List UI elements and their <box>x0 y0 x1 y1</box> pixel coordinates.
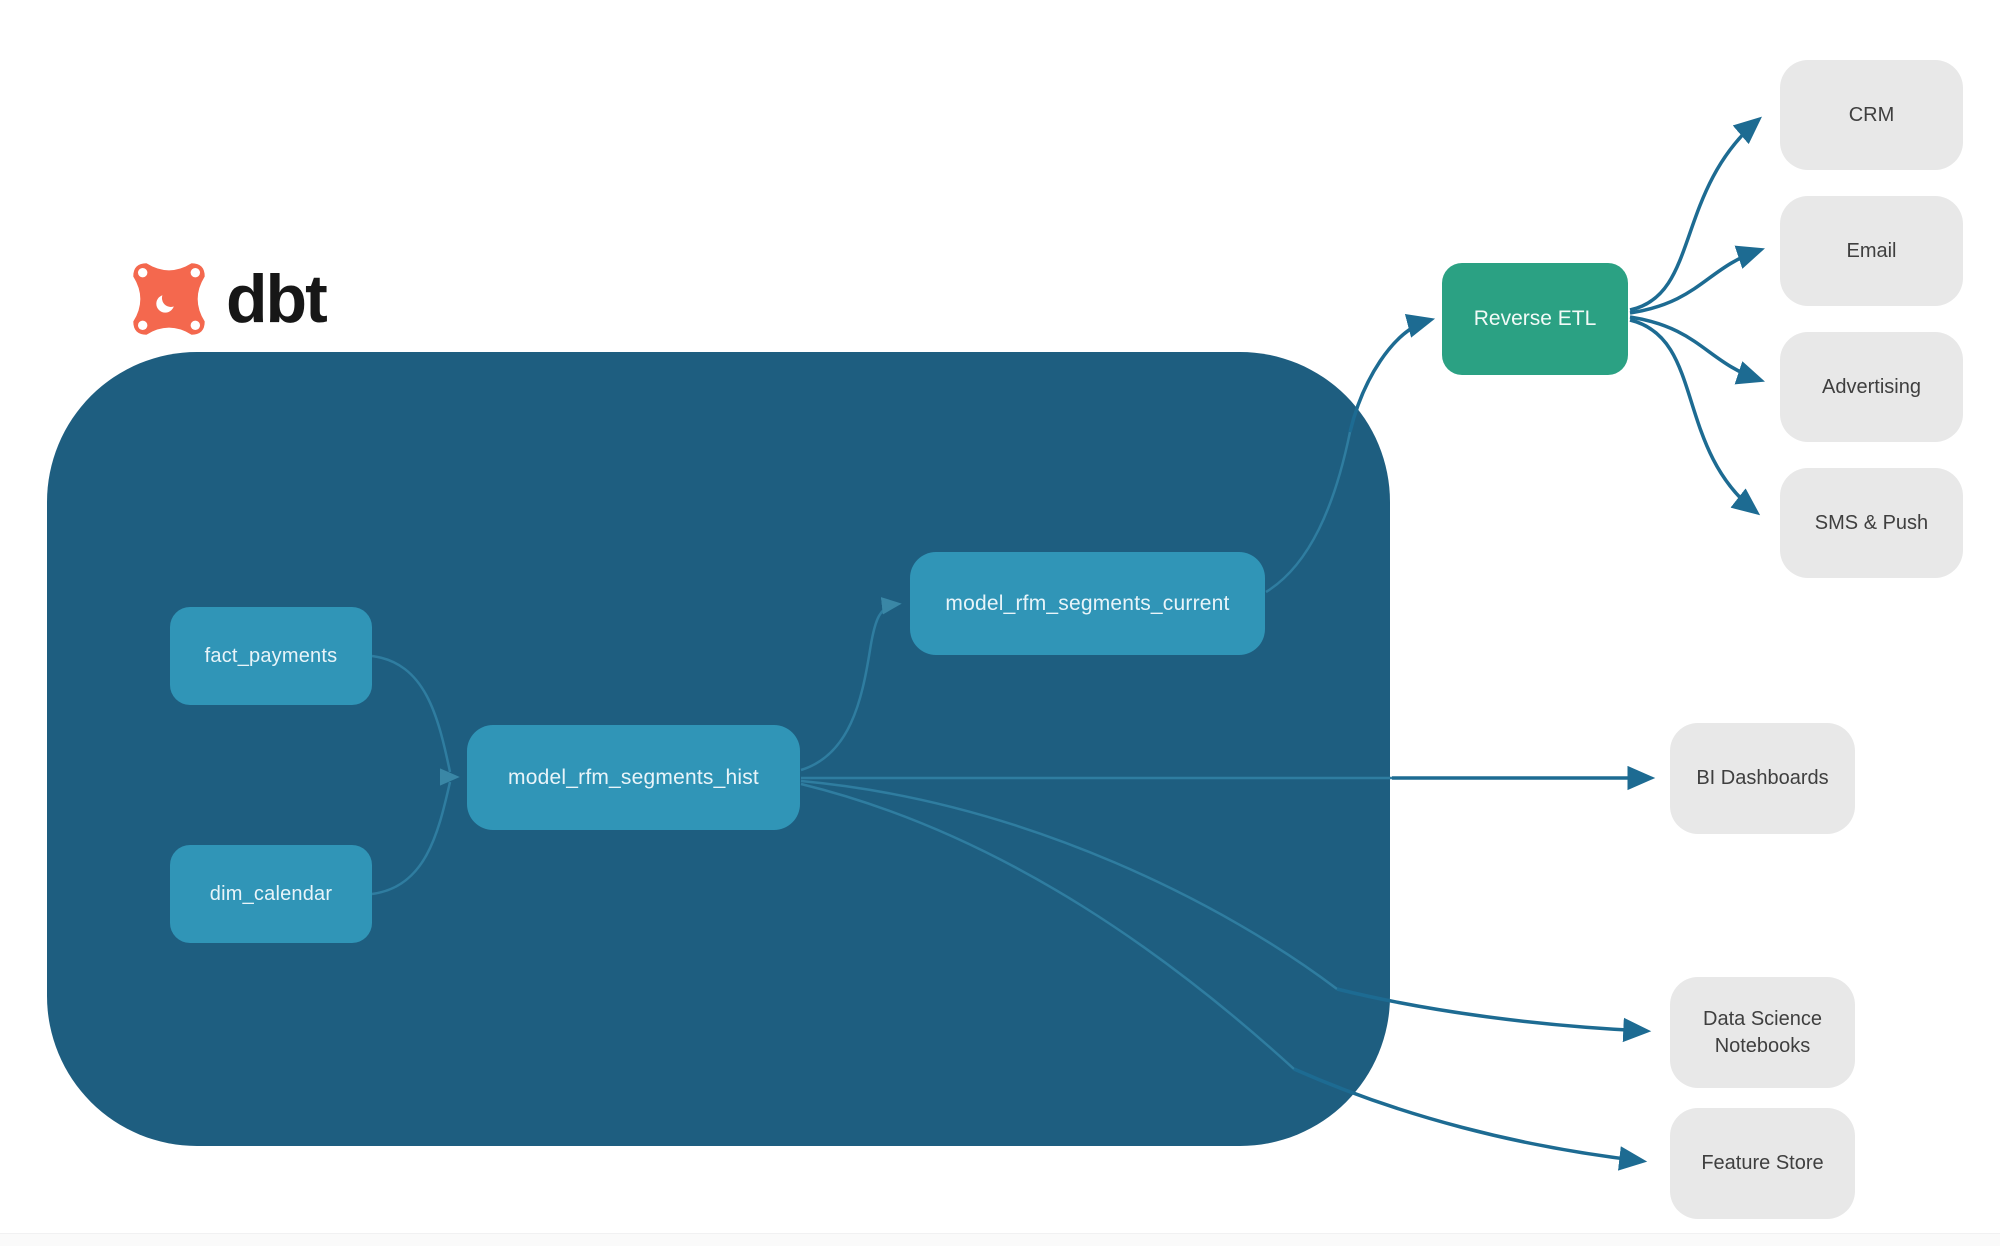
edge-retl-to-email <box>1629 245 1765 315</box>
node-advertising: Advertising <box>1780 332 1963 442</box>
node-fact-payments: fact_payments <box>170 607 372 705</box>
node-dim-calendar-label: dim_calendar <box>209 882 333 905</box>
node-model-rfm-segments-current: model_rfm_segments_current <box>910 552 1265 655</box>
node-email: Email <box>1780 196 1963 306</box>
node-model-rfm-segments-hist-label: model_rfm_segments_hist <box>508 765 759 789</box>
node-reverse-etl: Reverse ETL <box>1442 263 1628 375</box>
node-sms-push: SMS & Push <box>1780 468 1963 578</box>
dbt-logo-wordmark: dbt <box>226 261 328 337</box>
node-fact-payments-label: fact_payments <box>204 644 338 667</box>
node-sms-push-label: SMS & Push <box>1814 511 1929 534</box>
node-bi-dashboards-label: BI Dashboards <box>1696 767 1829 789</box>
node-dim-calendar: dim_calendar <box>170 845 372 943</box>
node-feature-store: Feature Store <box>1670 1108 1855 1219</box>
node-email-label: Email <box>1846 239 1897 262</box>
node-reverse-etl-label: Reverse ETL <box>1473 307 1597 330</box>
node-crm-label: CRM <box>1848 103 1895 126</box>
edge-retl-to-sms <box>1629 318 1761 516</box>
bottom-edge-band <box>0 1233 2000 1246</box>
node-crm: CRM <box>1780 60 1963 170</box>
node-model-rfm-segments-current-label: model_rfm_segments_current <box>945 591 1230 615</box>
node-bi-dashboards: BI Dashboards <box>1670 723 1855 834</box>
node-data-science-notebooks-label: Data Science Notebooks <box>1703 1007 1822 1057</box>
edge-retl-to-advertising <box>1629 315 1765 385</box>
node-model-rfm-segments-hist: model_rfm_segments_hist <box>467 725 800 830</box>
dbt-star-icon <box>133 263 205 335</box>
dbt-logo: dbt <box>122 252 328 346</box>
node-data-science-notebooks: Data Science Notebooks <box>1670 977 1855 1088</box>
node-feature-store-label: Feature Store <box>1701 1152 1824 1174</box>
node-advertising-label: Advertising <box>1822 375 1921 398</box>
edge-retl-to-crm <box>1629 116 1762 312</box>
